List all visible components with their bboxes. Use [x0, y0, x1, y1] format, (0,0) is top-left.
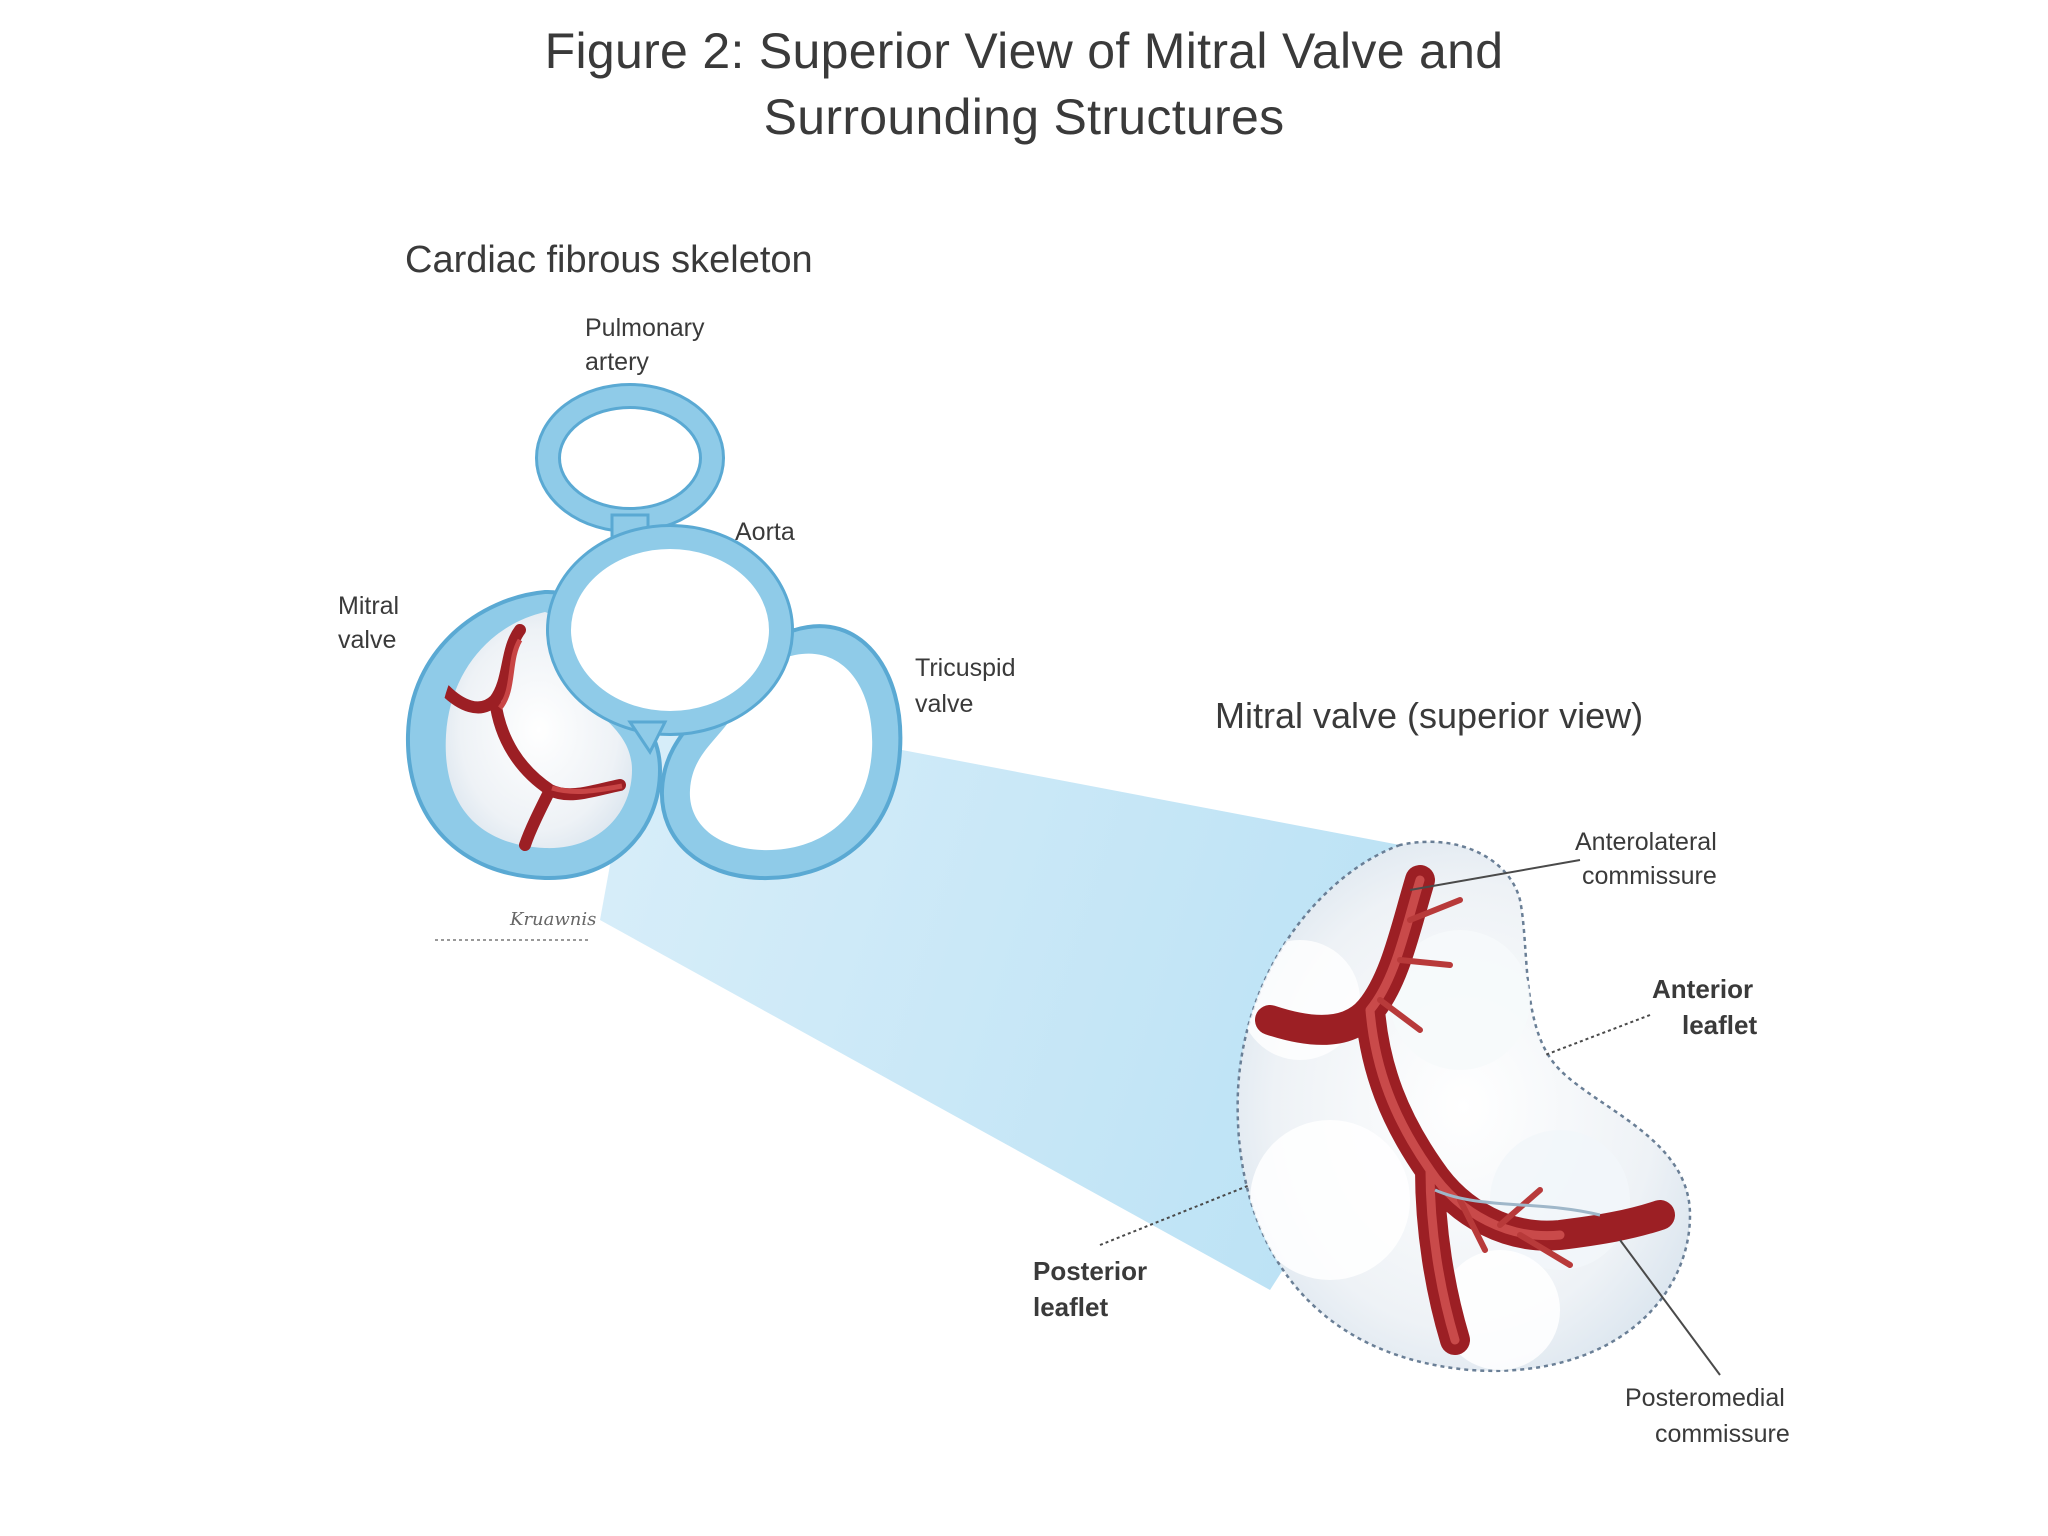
posterior-leaflet-label-line-2: leaflet: [1033, 1292, 1108, 1322]
posterior-leaflet-label-line-1: Posterior: [1033, 1256, 1147, 1286]
anterolateral-commissure-label-line-1: Anterolateral: [1575, 828, 1717, 856]
mitral-valve-label-line-1: Mitral: [338, 592, 399, 620]
leader-anterior: [1545, 1015, 1650, 1055]
posteromedial-commissure-label-line-2: commissure: [1655, 1420, 1790, 1448]
tricuspid-valve-label-line-2: valve: [915, 690, 973, 718]
aorta-ring-fill: [560, 538, 780, 722]
mitral-superior-heading: Mitral valve (superior view): [1215, 695, 1643, 736]
cardiac-skeleton-heading: Cardiac fibrous skeleton: [405, 239, 813, 281]
aorta-label: Aorta: [735, 518, 795, 546]
pulmonary-artery-label-line-1: Pulmonary: [585, 314, 705, 342]
artist-signature: Kruawnis: [509, 909, 596, 930]
anterior-leaflet-label-line-2: leaflet: [1682, 1010, 1757, 1040]
anterolateral-commissure-label-line-2: commissure: [1582, 862, 1717, 890]
pulmonary-artery-label-line-2: artery: [585, 348, 649, 376]
pulmonary-artery-ring-fill: [548, 396, 712, 520]
posteromedial-commissure-label-line-1: Posteromedial: [1625, 1384, 1785, 1412]
mitral-valve-label-line-2: valve: [338, 626, 396, 654]
anterior-leaflet-label-line-1: Anterior: [1652, 974, 1753, 1004]
tricuspid-valve-label-line-1: Tricuspid: [915, 654, 1016, 682]
